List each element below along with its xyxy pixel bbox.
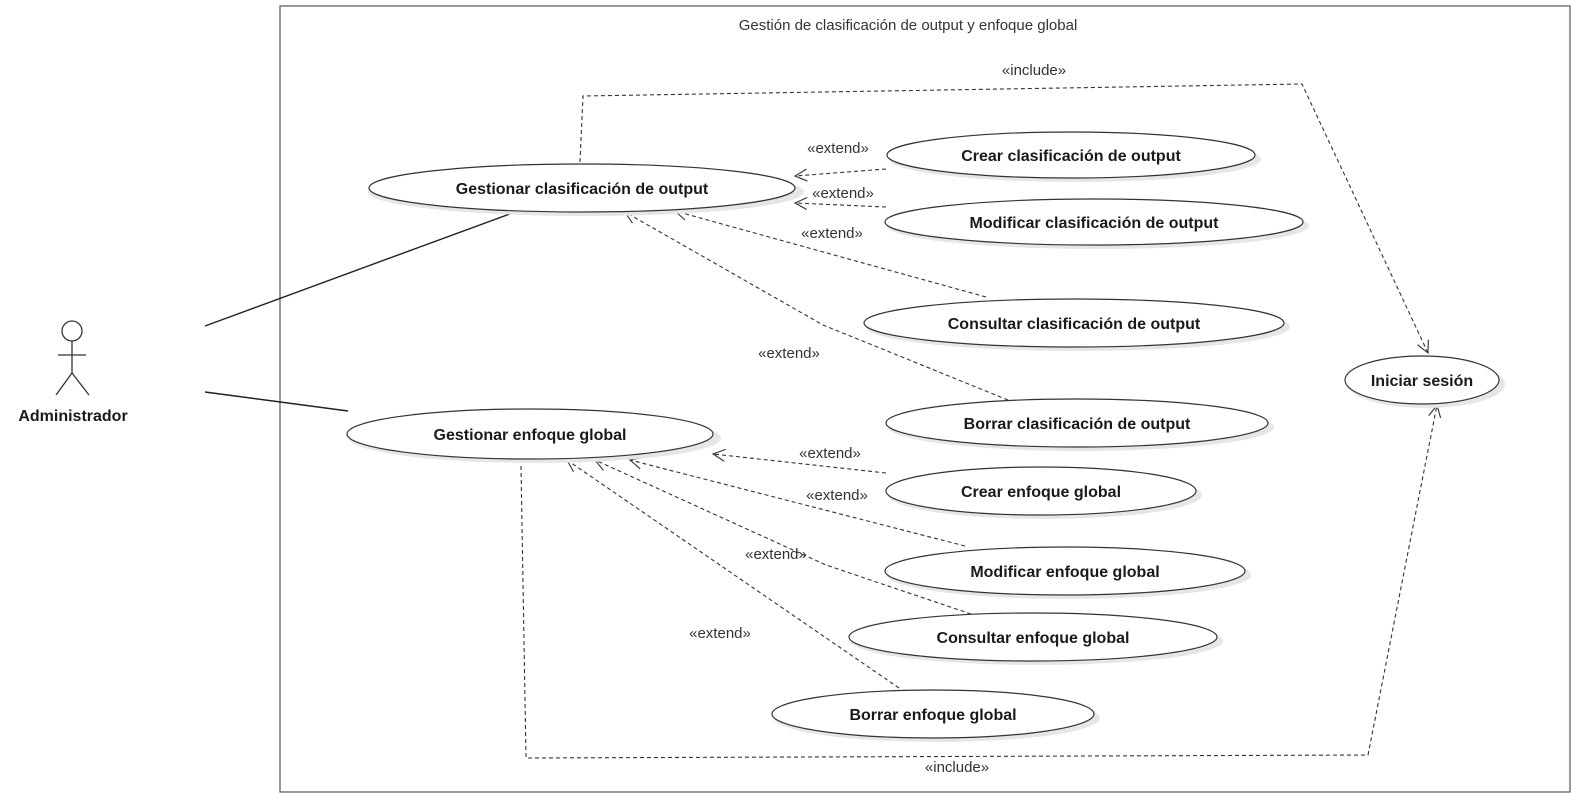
use-case-label: Crear enfoque global: [961, 484, 1121, 501]
use-case-label: Iniciar sesión: [1371, 373, 1473, 390]
use-case-label: Modificar enfoque global: [970, 564, 1159, 581]
extend-label-borrar-enfoque: «extend»: [689, 625, 751, 642]
actor-head: [61, 320, 83, 342]
system-boundary: [279, 5, 1571, 793]
extend-modificar-enfoque: [630, 460, 966, 547]
use-case-consultar-clasificacion[interactable]: Consultar clasificación de output: [863, 298, 1290, 351]
extend-crear-enfoque: [713, 454, 887, 474]
system-title: Gestión de clasificación de output y enf…: [739, 17, 1078, 34]
use-case-borrar-clasificacion[interactable]: Borrar clasificación de output: [885, 398, 1274, 451]
extend-label-borrar-clasificacion: «extend»: [758, 345, 820, 362]
extend-label-modificar-clasificacion: «extend»: [812, 185, 874, 202]
use-case-iniciar-sesion[interactable]: Iniciar sesión: [1344, 355, 1505, 408]
extend-label-modificar-enfoque: «extend»: [806, 487, 868, 504]
use-case-label: Gestionar clasificación de output: [456, 181, 709, 198]
actor-right-leg: [71, 372, 90, 396]
include-label-bottom: «include»: [925, 759, 989, 776]
use-case-label: Consultar enfoque global: [937, 630, 1130, 647]
use-case-modificar-enfoque[interactable]: Modificar enfoque global: [884, 546, 1251, 599]
use-case-crear-enfoque[interactable]: Crear enfoque global: [885, 466, 1202, 519]
extend-consultar-enfoque: [595, 460, 972, 615]
use-case-borrar-enfoque[interactable]: Borrar enfoque global: [771, 689, 1100, 742]
extend-crear-clasificacion: [795, 168, 887, 176]
use-case-crear-clasificacion[interactable]: Crear clasificación de output: [886, 131, 1261, 182]
use-case-label: Consultar clasificación de output: [948, 316, 1201, 333]
include-label-top: «include»: [1002, 62, 1066, 79]
extend-consultar-clasificacion: [675, 211, 987, 298]
extend-label-crear-clasificacion: «extend»: [807, 140, 869, 157]
use-case-gestionar-enfoque[interactable]: Gestionar enfoque global: [346, 408, 721, 463]
use-case-label: Modificar clasificación de output: [970, 215, 1220, 232]
include-clasificacion-iniciar-sesion: [579, 83, 1428, 353]
extend-label-consultar-clasificacion: «extend»: [801, 225, 863, 242]
include-enfoque-iniciar-sesion: [520, 405, 1437, 759]
use-case-label: Borrar enfoque global: [849, 707, 1016, 724]
association-gestionar-clasificacion: [204, 211, 516, 327]
extend-label-consultar-enfoque: «extend»: [745, 546, 807, 563]
extend-borrar-clasificacion: [625, 212, 1009, 401]
extend-modificar-clasificacion: [795, 203, 887, 207]
use-case-label: Gestionar enfoque global: [434, 427, 627, 444]
actor-left-leg: [55, 372, 73, 396]
use-case-consultar-enfoque[interactable]: Consultar enfoque global: [848, 612, 1223, 665]
use-case-label: Crear clasificación de output: [961, 148, 1181, 165]
actor-administrador[interactable]: Administrador: [18, 320, 128, 425]
use-case-label: Borrar clasificación de output: [964, 416, 1191, 433]
use-case-gestionar-clasificacion[interactable]: Gestionar clasificación de output: [368, 163, 804, 216]
extend-label-crear-enfoque: «extend»: [799, 445, 861, 462]
association-gestionar-enfoque: [204, 391, 349, 412]
use-case-modificar-clasificacion[interactable]: Modificar clasificación de output: [884, 198, 1309, 249]
actor-label: Administrador: [18, 408, 127, 425]
